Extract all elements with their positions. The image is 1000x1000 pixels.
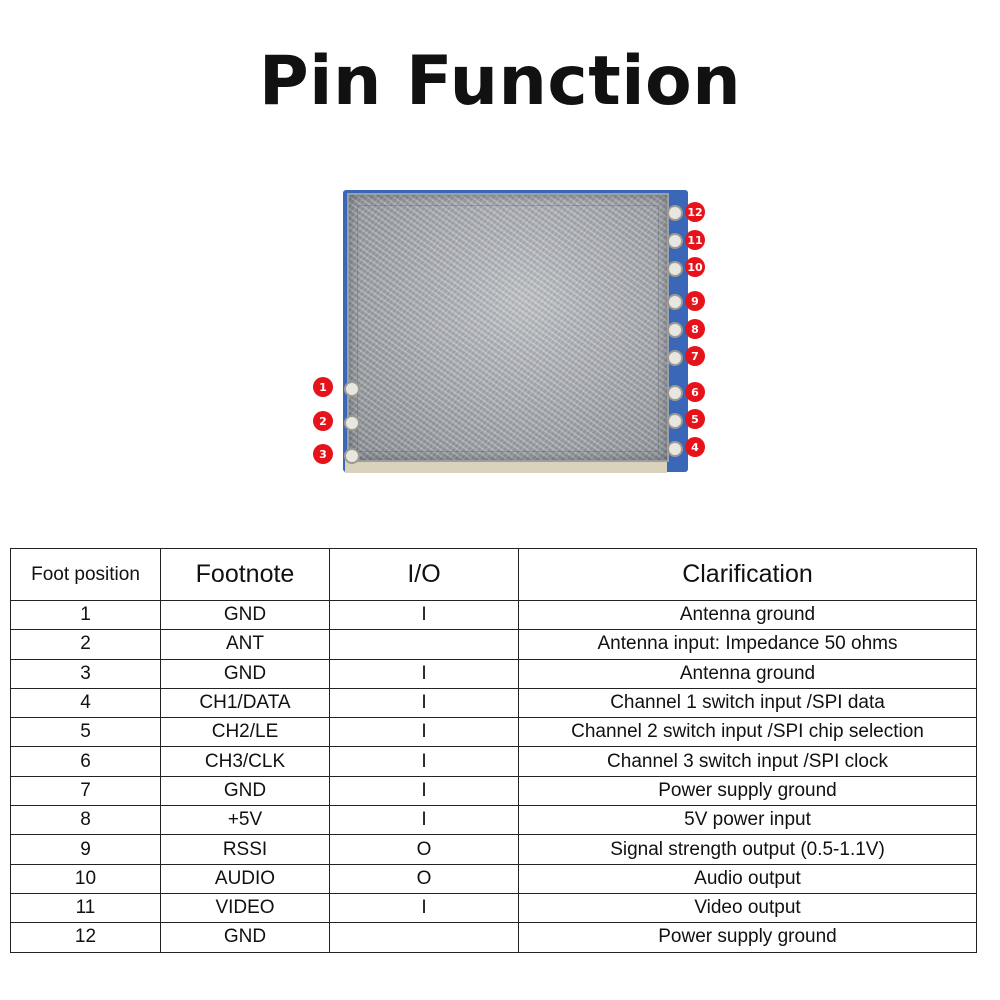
pin-pad-11 — [667, 233, 683, 249]
cell-pos: 5 — [10, 717, 161, 748]
cell-desc: Power supply ground — [518, 922, 977, 953]
cell-desc: Antenna input: Impedance 50 ohms — [518, 629, 977, 660]
pin-pad-7 — [667, 350, 683, 366]
header-io: I/O — [329, 548, 519, 601]
cell-desc: Channel 3 switch input /SPI clock — [518, 746, 977, 777]
cell-io: O — [329, 863, 519, 894]
pin-badge-12: 12 — [685, 202, 705, 222]
cell-pos: 8 — [10, 805, 161, 836]
cell-desc: Power supply ground — [518, 775, 977, 807]
pin-badge-4: 4 — [685, 437, 705, 457]
cell-name: VIDEO — [160, 892, 330, 924]
pin-pad-1 — [344, 381, 360, 397]
cell-io: I — [329, 717, 519, 748]
cell-desc: Video output — [518, 892, 977, 924]
cell-pos: 9 — [10, 834, 161, 865]
pin-pad-3 — [344, 448, 360, 464]
cell-name: CH2/LE — [160, 717, 330, 748]
pin-pad-5 — [667, 413, 683, 429]
cell-pos: 4 — [10, 687, 161, 719]
rf-module-image: 1 2 3 4 5 6 7 8 9 10 11 12 — [305, 185, 715, 475]
cell-name: GND — [160, 922, 330, 953]
header-foot-position: Foot position — [10, 548, 161, 601]
cell-pos: 6 — [10, 746, 161, 777]
pin-badge-10: 10 — [685, 257, 705, 277]
cell-io: I — [329, 892, 519, 924]
cell-desc: Antenna ground — [518, 599, 977, 631]
cell-desc: Antenna ground — [518, 658, 977, 689]
cell-io: I — [329, 775, 519, 807]
pin-badge-7: 7 — [685, 346, 705, 366]
cell-io: I — [329, 658, 519, 689]
cell-io: I — [329, 746, 519, 777]
pin-pad-4 — [667, 441, 683, 457]
cell-desc: 5V power input — [518, 805, 977, 836]
cell-name: GND — [160, 775, 330, 807]
cell-name: GND — [160, 599, 330, 631]
cell-name: GND — [160, 658, 330, 689]
cell-io — [329, 629, 519, 660]
cell-name: CH1/DATA — [160, 687, 330, 719]
cell-io: O — [329, 834, 519, 865]
pin-pad-2 — [344, 415, 360, 431]
page-title: Pin Function — [258, 42, 742, 121]
table-header-row: Foot position Footnote I/O Clarification — [10, 548, 977, 601]
shield-border — [357, 205, 659, 452]
metal-shield — [347, 193, 669, 462]
cell-io: I — [329, 687, 519, 719]
pin-badge-5: 5 — [685, 409, 705, 429]
cell-pos: 1 — [10, 599, 161, 631]
cell-desc: Audio output — [518, 863, 977, 894]
cell-pos: 10 — [10, 863, 161, 894]
pin-badge-6: 6 — [685, 382, 705, 402]
cell-io: I — [329, 599, 519, 631]
cell-name: ANT — [160, 629, 330, 660]
cell-name: +5V — [160, 805, 330, 836]
header-footnote: Footnote — [160, 548, 330, 601]
cell-desc: Signal strength output (0.5-1.1V) — [518, 834, 977, 865]
pin-pad-8 — [667, 322, 683, 338]
cell-desc: Channel 2 switch input /SPI chip selecti… — [518, 717, 977, 748]
pin-badge-2: 2 — [313, 411, 333, 431]
pin-pad-12 — [667, 205, 683, 221]
cell-desc: Channel 1 switch input /SPI data — [518, 687, 977, 719]
pin-pad-10 — [667, 261, 683, 277]
cell-pos: 3 — [10, 658, 161, 689]
cell-io — [329, 922, 519, 953]
pin-pad-6 — [667, 385, 683, 401]
cell-name: RSSI — [160, 834, 330, 865]
cell-name: AUDIO — [160, 863, 330, 894]
pin-badge-9: 9 — [685, 291, 705, 311]
pin-badge-3: 3 — [313, 444, 333, 464]
pin-badge-1: 1 — [313, 377, 333, 397]
pin-pad-9 — [667, 294, 683, 310]
cell-name: CH3/CLK — [160, 746, 330, 777]
pin-table: Foot position Footnote I/O Clarification… — [10, 548, 977, 953]
cell-pos: 2 — [10, 629, 161, 660]
pin-badge-8: 8 — [685, 319, 705, 339]
pin-badge-11: 11 — [685, 230, 705, 250]
cell-pos: 7 — [10, 775, 161, 807]
cell-pos: 11 — [10, 892, 161, 924]
cell-io: I — [329, 805, 519, 836]
cell-pos: 12 — [10, 922, 161, 953]
header-clarification: Clarification — [518, 548, 977, 601]
